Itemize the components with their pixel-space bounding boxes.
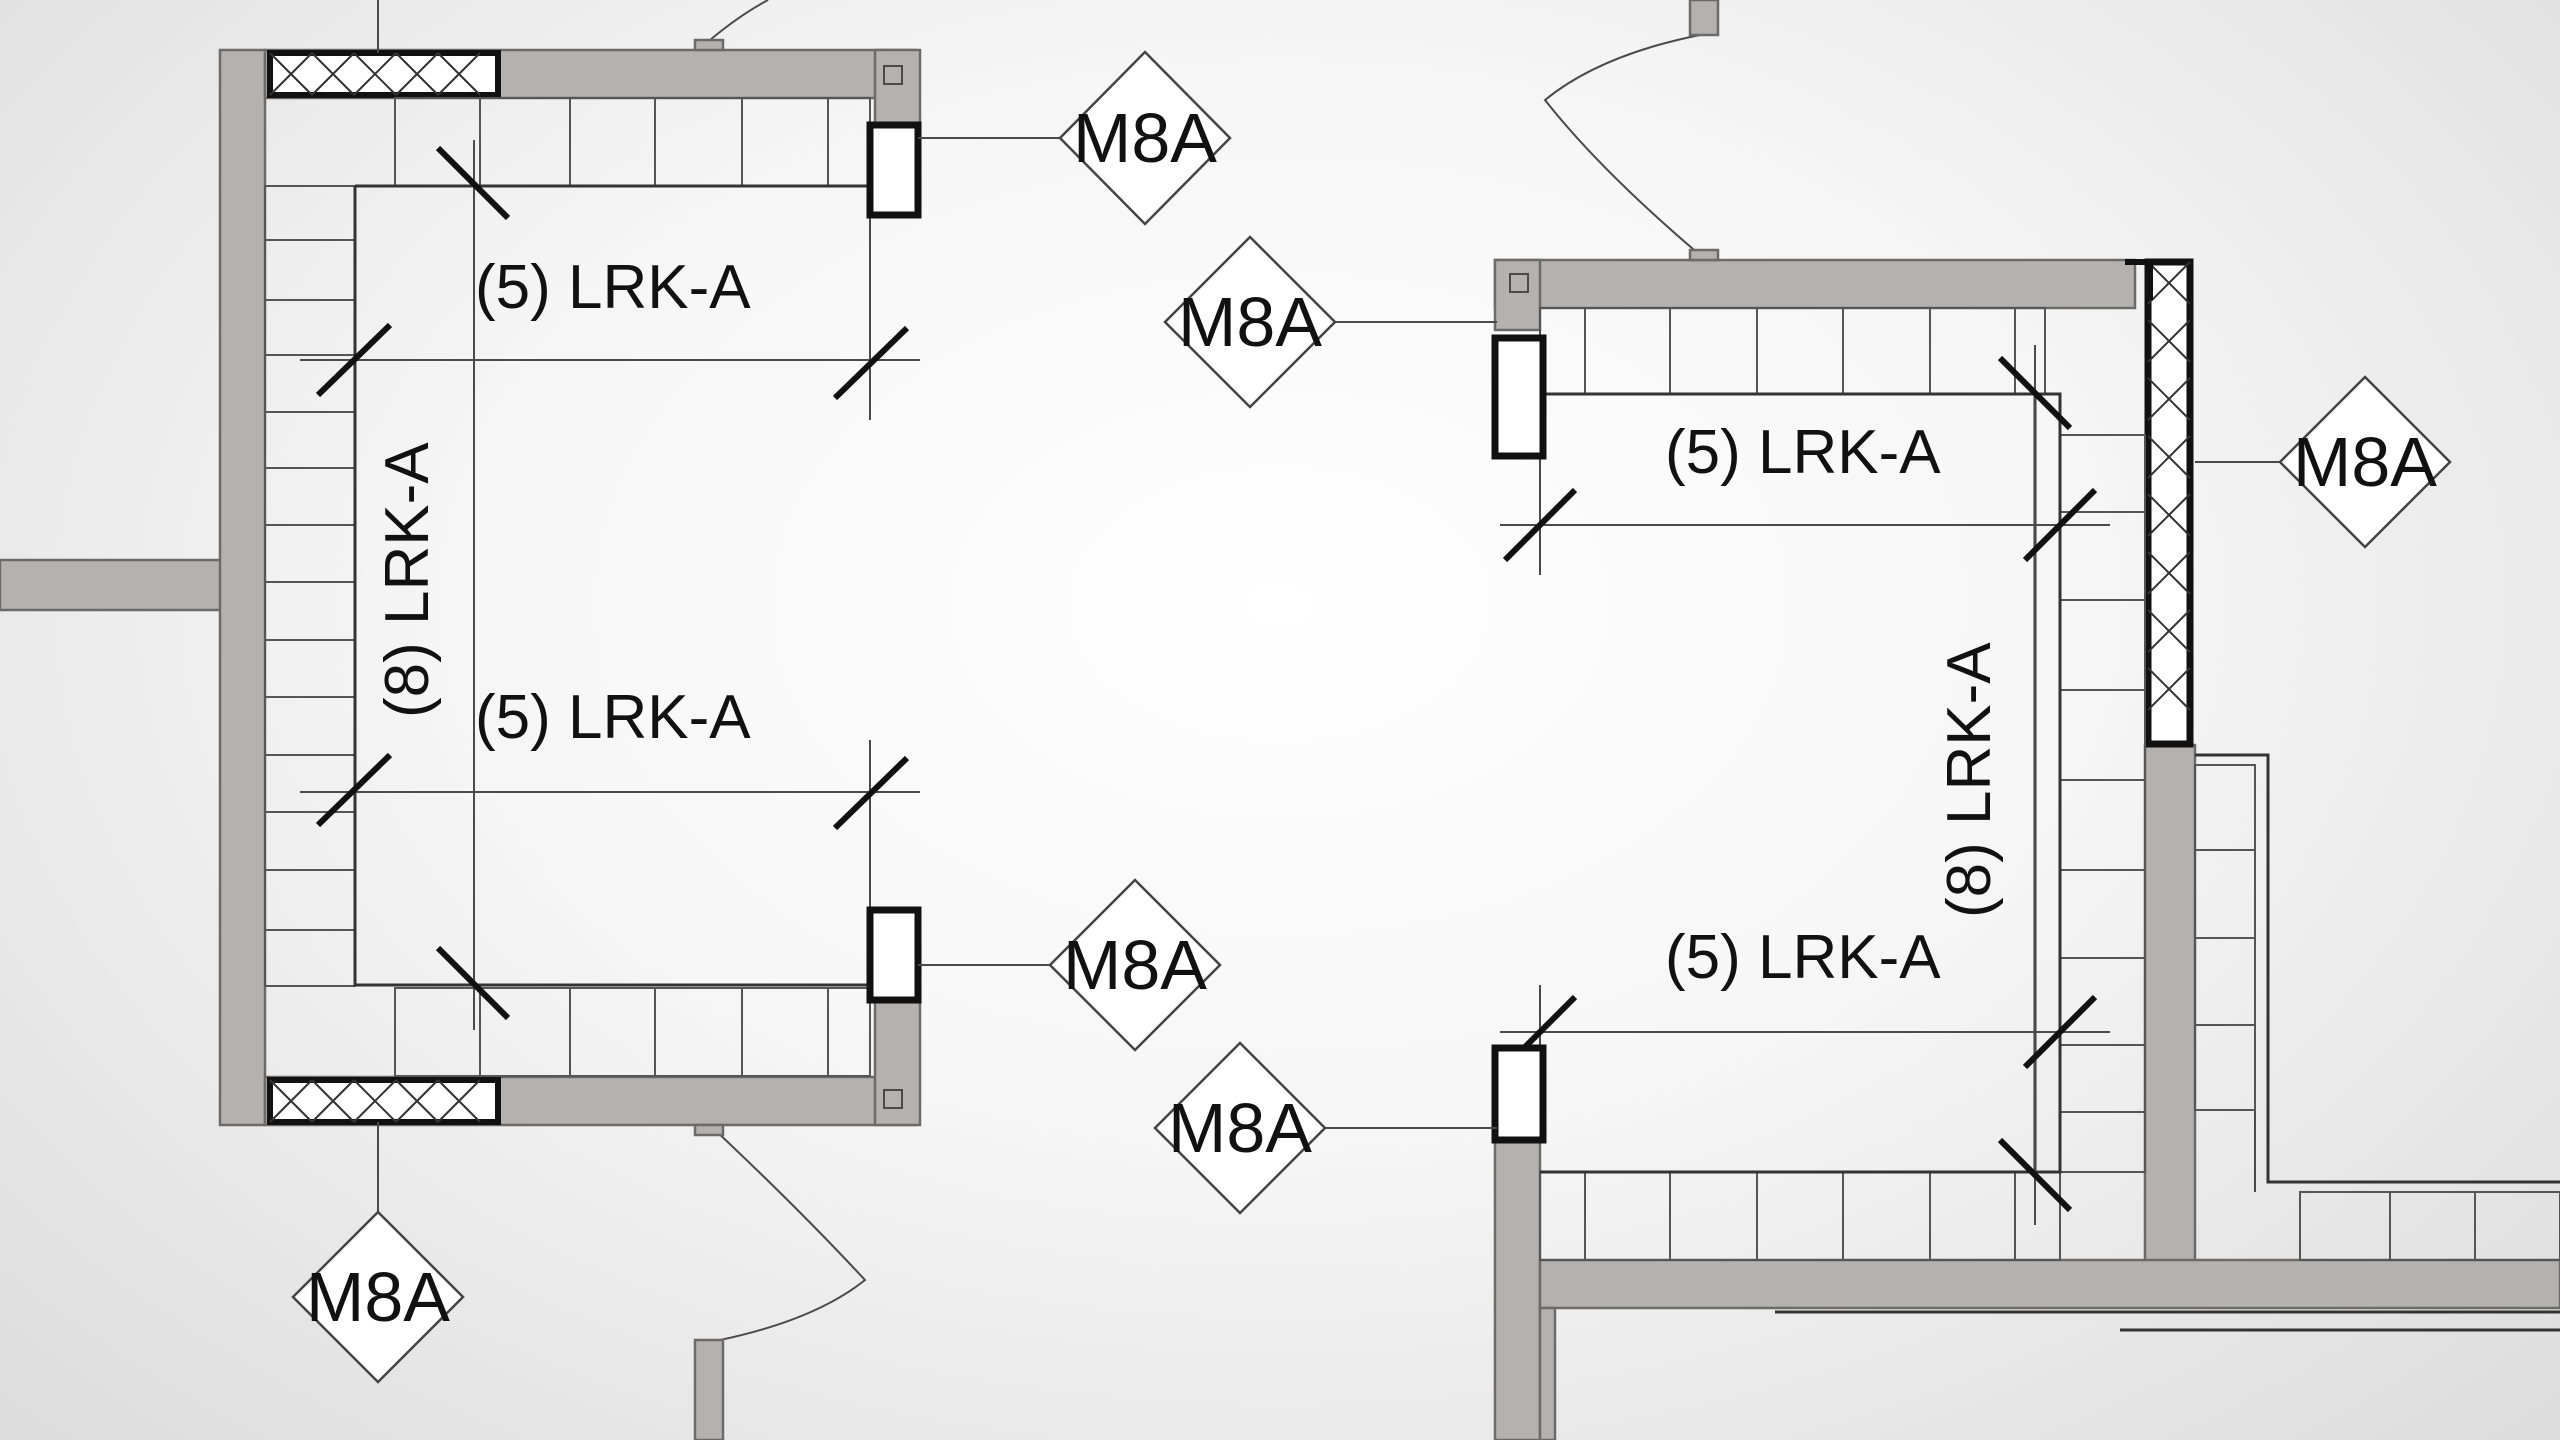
right-bottom-rack-grid xyxy=(1539,1171,2061,1261)
door-jamb xyxy=(693,1123,725,1137)
tag-m8a: M8A xyxy=(918,50,1232,226)
right-top-rack-grid xyxy=(1539,307,2046,395)
column-marker xyxy=(883,65,903,85)
dimension-tick xyxy=(315,322,393,398)
dimension-tick xyxy=(1997,1137,2073,1213)
hatched-block-bottom xyxy=(267,1077,501,1125)
door-frame xyxy=(693,1338,725,1440)
dimension-tick xyxy=(435,945,511,1021)
dimension-tick xyxy=(2022,994,2098,1070)
right-room-west-wall-top xyxy=(1493,258,1542,332)
right-side-run-label: (8) LRK-A xyxy=(1935,642,2004,918)
tag-m8a: M8A xyxy=(291,1122,465,1384)
adjacent-room-outline xyxy=(2195,764,2256,1192)
door-frame xyxy=(1688,0,1720,37)
adjacent-room-grid xyxy=(2299,1191,2560,1261)
dimension-tick xyxy=(435,145,511,221)
svg-text:M8A: M8A xyxy=(1063,926,1207,1004)
svg-text:M8A: M8A xyxy=(1168,1089,1312,1167)
left-room-west-wall xyxy=(218,48,267,1127)
right-room-east-wall xyxy=(2143,743,2197,1277)
tag-m8a: M8A xyxy=(918,878,1222,1052)
left-bottom-rack-grid xyxy=(394,987,871,1077)
end-marker xyxy=(866,121,922,219)
door-jamb xyxy=(1688,248,1720,262)
dimension-tick xyxy=(832,325,910,401)
left-bottom-run-label: (5) LRK-A xyxy=(475,683,751,752)
corridor-wall xyxy=(1538,1258,2560,1310)
svg-text:M8A: M8A xyxy=(306,1258,450,1336)
left-top-run-label: (5) LRK-A xyxy=(475,253,751,322)
door-swing-arc xyxy=(1543,34,1701,256)
left-side-run-label: (8) LRK-A xyxy=(373,442,442,718)
end-marker xyxy=(1491,1044,1547,1144)
left-room: (5) LRK-A (5) LRK-A (8) LRK-A xyxy=(0,0,922,1440)
svg-text:M8A: M8A xyxy=(1073,99,1217,177)
end-marker xyxy=(1491,334,1547,460)
dimension-tick xyxy=(1997,355,2073,431)
left-stub-wall xyxy=(0,558,227,612)
dimension-tick xyxy=(315,752,393,828)
hatched-block-top xyxy=(267,50,501,98)
right-rack-boundary xyxy=(1540,392,2062,1174)
dimension-tick xyxy=(832,755,910,831)
right-room-north-wall xyxy=(1493,258,2137,310)
tag-m8a: M8A xyxy=(1153,1041,1497,1215)
right-side-rack-grid xyxy=(2059,434,2146,1173)
left-rack-boundary xyxy=(353,184,870,987)
svg-text:M8A: M8A xyxy=(2293,423,2437,501)
tag-m8a: M8A xyxy=(1163,235,1497,409)
adjacent-room-outline xyxy=(2195,753,2560,1184)
corridor-inner-wall xyxy=(1538,1306,1557,1440)
door-swing-arc xyxy=(709,0,769,41)
svg-text:M8A: M8A xyxy=(1178,283,1322,361)
dimension-tick xyxy=(2022,487,2098,563)
tag-m8a: M8A xyxy=(2195,375,2452,549)
column-marker xyxy=(883,1089,903,1109)
right-bottom-run-label: (5) LRK-A xyxy=(1665,923,1941,992)
left-room-east-wall-bottom xyxy=(873,983,922,1127)
column-marker xyxy=(1509,273,1529,293)
door-jamb xyxy=(693,38,725,52)
end-marker xyxy=(866,906,922,1004)
hatched-block-right xyxy=(2125,258,2194,748)
left-side-rack-grid xyxy=(264,185,356,987)
door-swing-arc xyxy=(714,1129,867,1341)
dimension-tick xyxy=(1502,487,1578,563)
right-room: (5) LRK-A (5) LRK-A (8) LRK-A xyxy=(1491,0,2560,1440)
right-top-run-label: (5) LRK-A xyxy=(1665,418,1941,487)
